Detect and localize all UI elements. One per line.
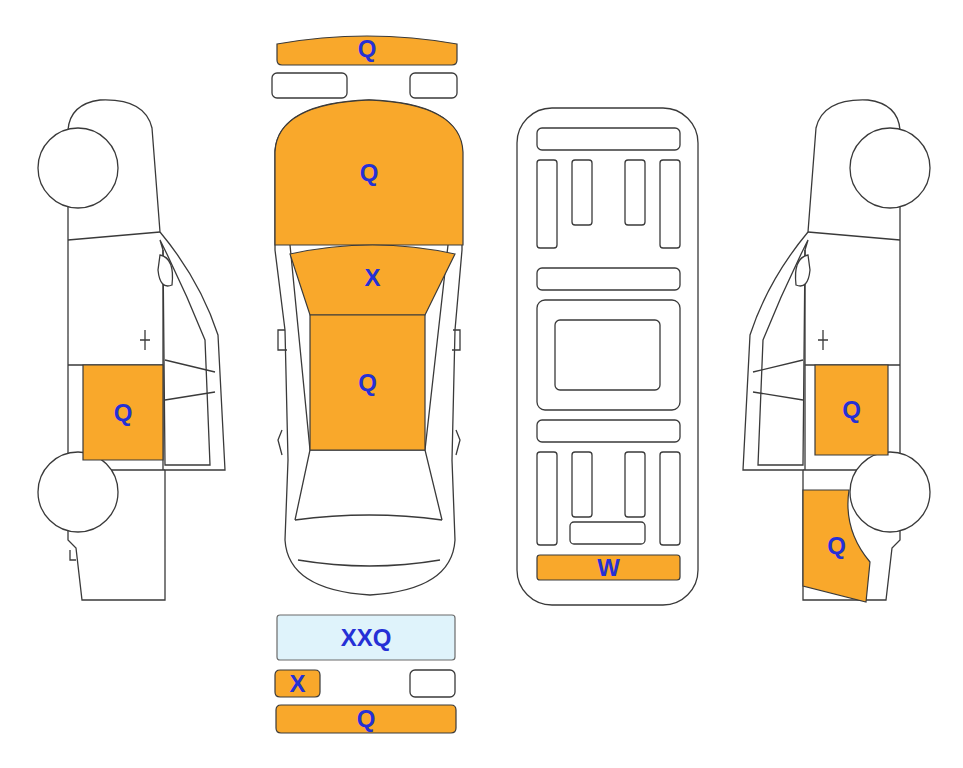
damage-code: Q — [114, 401, 133, 425]
panel-outline — [290, 245, 455, 315]
damage-code: Q — [842, 398, 861, 422]
panel-outline — [277, 615, 455, 660]
panel-outline — [803, 490, 870, 602]
right-quarter-panel: Q — [803, 490, 870, 602]
panel-outline — [275, 100, 463, 245]
rear-lamp: X — [275, 670, 320, 697]
damage-code: Q — [357, 707, 376, 731]
panel-outline — [276, 705, 456, 733]
panel-outline — [310, 315, 425, 450]
windshield: X — [290, 240, 455, 315]
underbody-panel: W — [537, 555, 680, 580]
left-door: Q — [83, 365, 163, 460]
panel-outline — [275, 670, 320, 697]
rear-bumper: Q — [276, 705, 456, 733]
panel-outline — [83, 365, 163, 460]
damage-code: Q — [827, 534, 846, 558]
damage-code: X — [289, 672, 305, 696]
damage-code: Q — [358, 371, 377, 395]
panel-outline — [277, 36, 457, 65]
note-box: XXQ — [277, 615, 455, 660]
front-bumper: Q — [277, 32, 457, 65]
damage-code: X — [364, 266, 380, 290]
underbody-view — [517, 108, 698, 605]
roof-panel: Q — [310, 315, 425, 450]
damage-code: XXQ — [341, 626, 392, 650]
right-door: Q — [815, 365, 888, 455]
panel-outline — [815, 365, 888, 455]
damage-code: Q — [360, 161, 379, 185]
side-view — [38, 100, 225, 600]
top-view — [272, 73, 462, 697]
panel-outline — [537, 555, 680, 580]
hood-panel: Q — [275, 100, 463, 245]
damage-code: Q — [358, 37, 377, 61]
damage-code: W — [597, 556, 620, 580]
